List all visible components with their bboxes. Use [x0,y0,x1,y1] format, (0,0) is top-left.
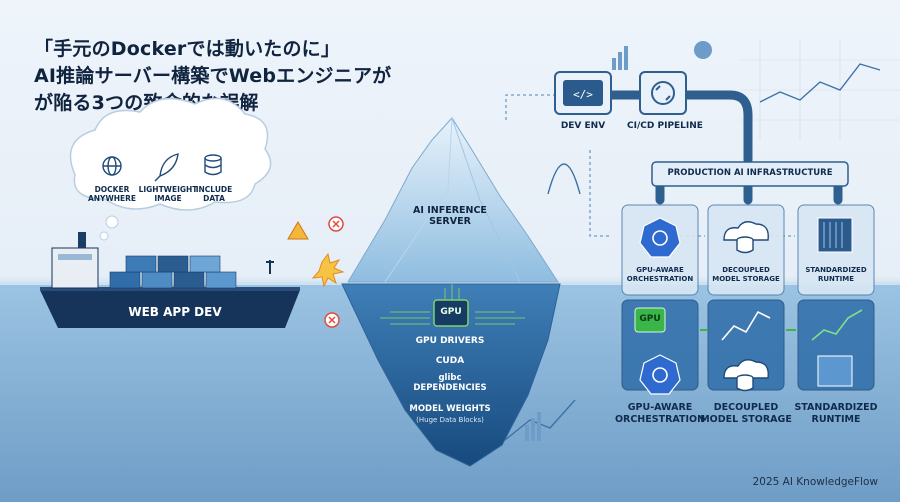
bubble-label-include-data: INCLUDE DATA [195,185,233,203]
circuit-traces [380,284,525,325]
code-icon [563,80,603,106]
background-grid [740,40,900,140]
cicd-box [639,71,687,115]
column-2-bottom-label: DECOUPLED MODEL STORAGE [700,402,792,425]
database-icon [204,154,222,176]
iceberg-gpu-chip [433,299,469,327]
kubernetes-icon [639,217,681,395]
column-1-top-label: GPU-AWARE ORCHESTRATION [626,266,694,283]
layer-gpu-drivers: GPU DRIVERS [415,336,485,346]
title-line-2: AI推論サーバー構築でWebエンジニアが [34,65,392,87]
production-banner [651,161,849,187]
column-2-top-label: DECOUPLED MODEL STORAGE [712,266,780,283]
gpu-chip-label: GPU [639,314,661,324]
iceberg [341,117,561,467]
layer-glibc: glibc DEPENDENCIES [413,373,487,393]
warning-icon [287,221,309,240]
thought-bubble [69,97,272,241]
column-3-bottom-label: STANDARDIZED RUNTIME [794,402,878,425]
layer-cuda: CUDA [435,356,465,366]
column-3-top-label: STANDARDIZED RUNTIME [805,266,867,283]
production-label: PRODUCTION AI INFRASTRUCTURE [667,168,833,178]
bubble-label-docker-anywhere: DOCKER ANYWHERE [87,185,137,203]
title-line-1: 「手元のDockerでは動いたのに」 [34,38,341,60]
bubble-label-lightweight: LIGHTWEIGHT IMAGE [138,185,198,203]
ship-label: WEB APP DEV [128,305,222,319]
dev-env-label: DEV ENV [560,121,606,131]
feather-icon [154,153,179,182]
iceberg-gpu-label: GPU [440,307,462,317]
container-icon [817,217,853,387]
decorative-charts [504,41,881,441]
page-title: 「手元のDockerでは動いたのに」 AI推論サーバー構築でWebエンジニアが … [34,36,391,117]
cicd-label: CI/CD PIPELINE [627,121,703,131]
layer-huge-data: (Huge Data Blocks) [416,416,484,424]
globe-icon [102,156,122,176]
collision-spark [287,216,345,328]
credit-text: 2025 AI KnowledgeFlow [752,476,878,488]
cicd-icon [651,81,675,105]
svg-text:</>: </> [573,88,593,101]
cloud-storage-icon [723,221,769,392]
iceberg-tip-label: AI INFERENCE SERVER [413,205,487,227]
column-1-bottom-label: GPU-AWARE ORCHESTRATION [614,402,706,425]
gpu-chip-icon [634,307,666,333]
layer-model-weights: MODEL WEIGHTS [409,404,491,414]
ship [40,232,300,328]
